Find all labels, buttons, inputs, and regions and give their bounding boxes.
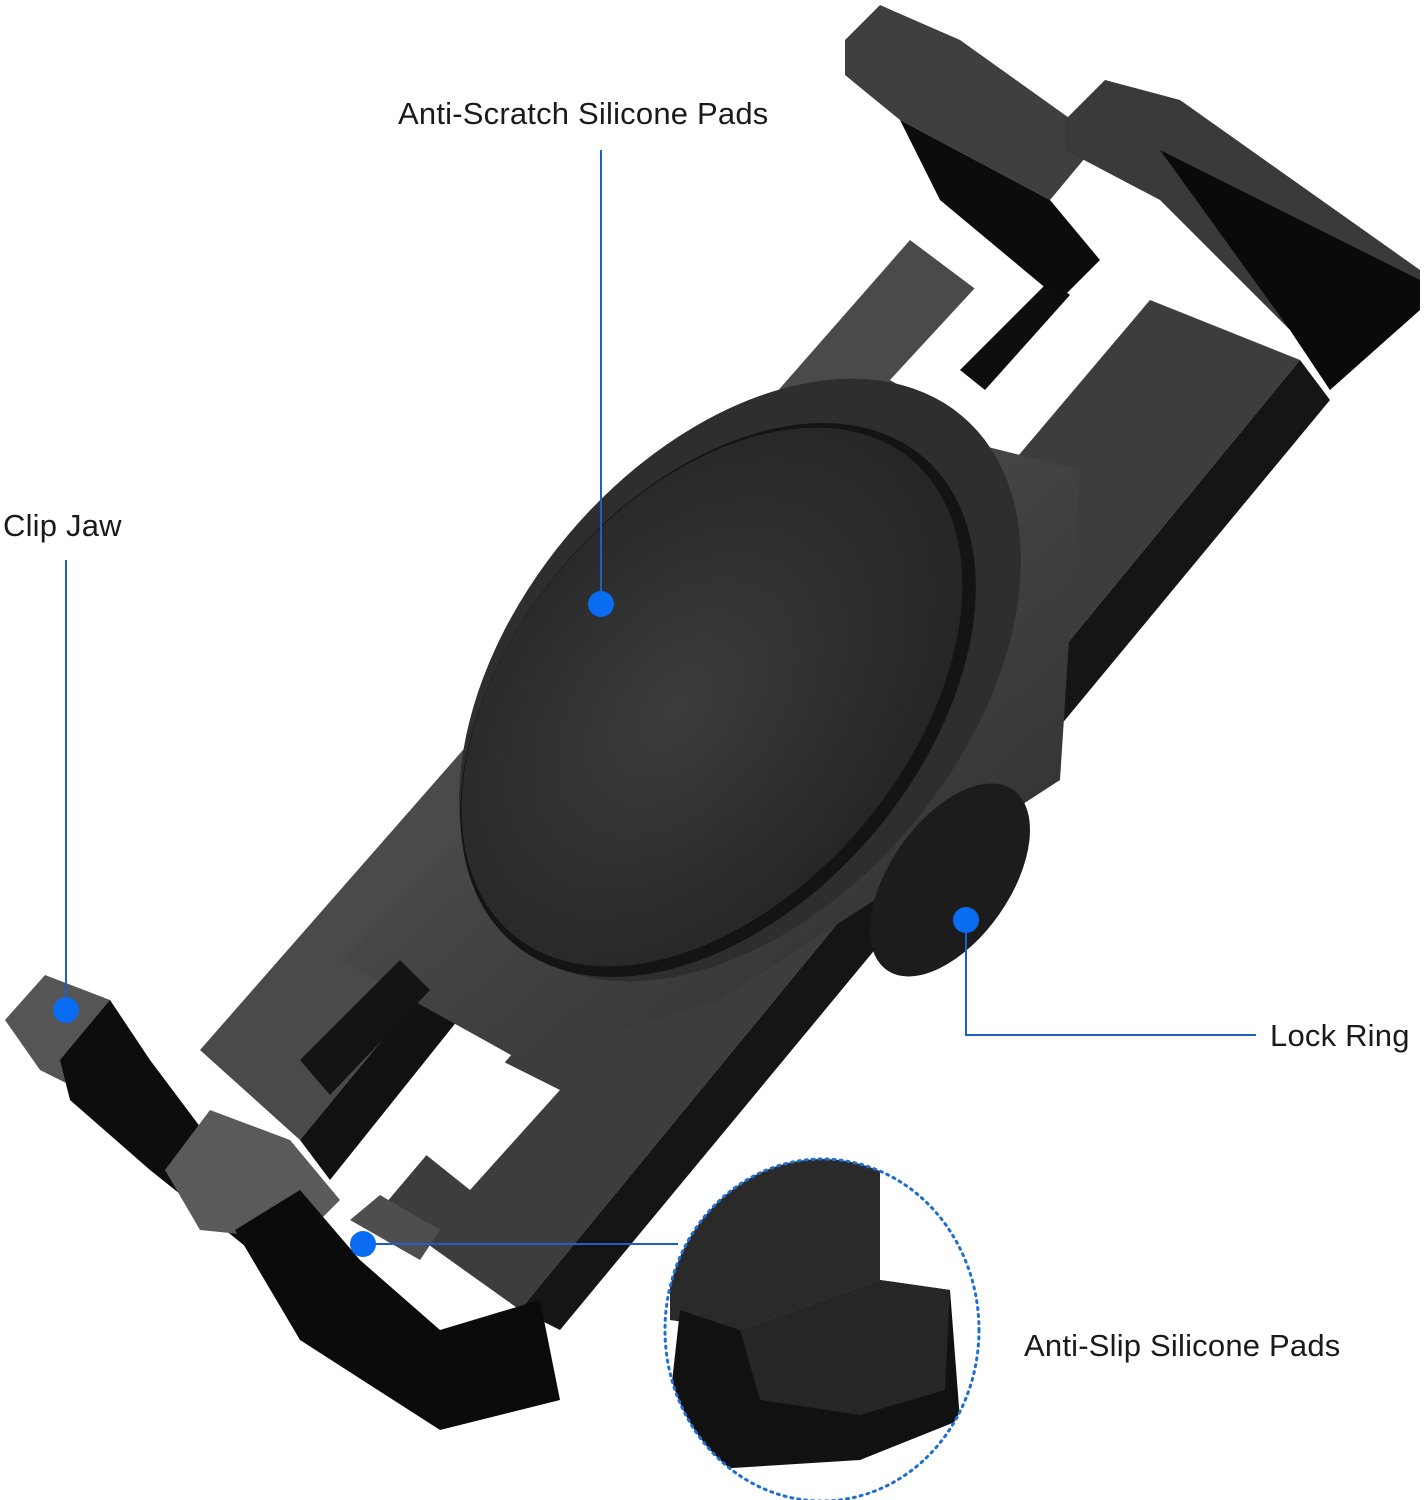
marker-clip-jaw <box>53 997 79 1023</box>
detail-inset-ring <box>663 1157 981 1500</box>
mounting-plate <box>459 378 1021 982</box>
marker-lock-ring <box>953 907 979 933</box>
marker-anti-slip <box>350 1231 376 1257</box>
label-lock-ring: Lock Ring <box>1270 1018 1410 1053</box>
marker-anti-scratch <box>588 591 614 617</box>
lock-ring-part <box>870 783 1030 977</box>
leader-lines <box>65 150 1256 1245</box>
label-anti-scratch-pads: Anti-Scratch Silicone Pads <box>398 96 769 131</box>
top-jaws <box>845 5 1420 390</box>
detail-inset-image <box>665 1159 979 1500</box>
label-clip-jaw: Clip Jaw <box>3 508 122 543</box>
label-anti-slip-pads: Anti-Slip Silicone Pads <box>1024 1328 1341 1363</box>
